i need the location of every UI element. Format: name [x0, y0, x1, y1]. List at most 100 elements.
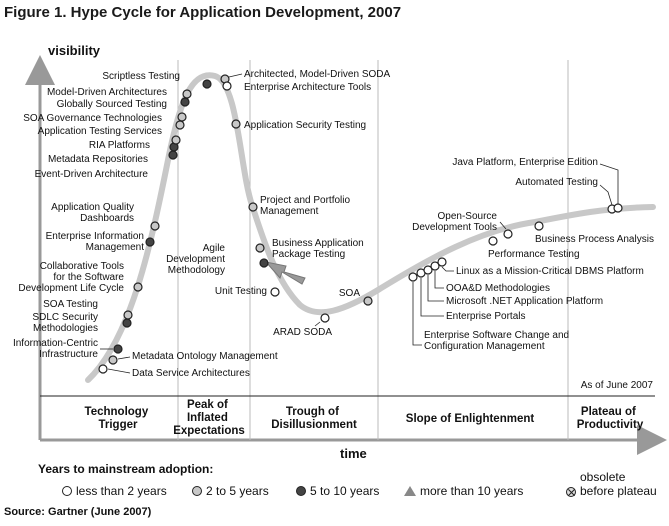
- marker-application-testing-services: [175, 120, 185, 130]
- marker-metadata-ontology-management: [108, 355, 118, 365]
- marker-information-centric-infrastructure: [113, 344, 123, 354]
- legend-title: Years to mainstream adoption:: [38, 462, 214, 476]
- label-arad-soda: ARAD SODA: [273, 327, 332, 338]
- legend-item-obsolete: obsolete before plateau: [580, 470, 657, 498]
- label-unit-testing: Unit Testing: [215, 286, 267, 297]
- label-ooa-d-methodologies: OOA&D Methodologies: [446, 283, 550, 294]
- marker-collaborative-tools-for-the-software-development-life-cycle: [133, 282, 143, 292]
- marker-performance-testing: [488, 236, 498, 246]
- callout-arrow: [264, 261, 306, 285]
- leader-line-architected-model-driven-soda: [228, 73, 243, 78]
- source-note: Source: Gartner (June 2007): [4, 506, 152, 518]
- y-axis-label: visibility: [48, 43, 101, 58]
- marker-agile-development-methodology: [259, 258, 269, 268]
- leader-line-open-source-development-tools: [499, 221, 507, 230]
- marker-microsoft-net-application-platform: [423, 265, 433, 275]
- marker-ria-platforms: [171, 135, 181, 145]
- label-automated-testing: Automated Testing: [515, 177, 598, 188]
- x-axis-label: time: [340, 446, 367, 460]
- phase-slope: Slope of Enlightenment: [406, 413, 535, 425]
- figure-title: Figure 1. Hype Cycle for Application Dev…: [4, 4, 402, 21]
- marker-linux-as-a-mission-critical-dbms-platform: [437, 257, 447, 267]
- marker-unit-testing: [270, 287, 280, 297]
- marker-soa-testing: [123, 310, 133, 320]
- label-soa: SOA: [339, 288, 360, 299]
- label-application-security-testing: Application Security Testing: [244, 120, 366, 131]
- label-model-driven-architectures: Model-Driven Architectures: [47, 87, 167, 98]
- label-linux-as-a-mission-critical-dbms-platform: Linux as a Mission-Critical DBMS Platfor…: [456, 266, 644, 277]
- phase-technology-trigger: Technology Trigger: [85, 406, 152, 431]
- label-metadata-ontology-management: Metadata Ontology Management: [132, 351, 278, 362]
- phase-labels: Technology Trigger Peak of Inflated Expe…: [85, 399, 644, 437]
- leader-line-enterprise-software-change-and-configuration-management: [412, 282, 422, 346]
- leader-line-metadata-ontology-management: [117, 356, 131, 360]
- dark-circle-icon: [296, 486, 306, 496]
- label-enterprise-portals: Enterprise Portals: [446, 311, 525, 322]
- marker-model-driven-architectures: [182, 89, 192, 99]
- label-data-service-architectures: Data Service Architectures: [132, 368, 250, 379]
- marker-scriptless-testing: [202, 79, 212, 89]
- gray-circle-icon: [192, 486, 202, 496]
- label-event-driven-architecture: Event-Driven Architecture: [35, 169, 149, 180]
- marker-enterprise-architecture-tools: [222, 81, 232, 91]
- legend-item-more-than-10: more than 10 years: [404, 484, 523, 498]
- marker-business-application-package-testing: [255, 243, 265, 253]
- marker-enterprise-software-change-and-configuration-management: [408, 272, 418, 282]
- label-metadata-repositories: Metadata Repositories: [48, 154, 148, 165]
- marker-java-platform-enterprise-edition: [613, 203, 623, 213]
- leader-line-linux-as-a-mission-critical-dbms-platform: [441, 266, 454, 272]
- label-ria-platforms: RIA Platforms: [89, 140, 150, 151]
- marker-business-process-analysis: [534, 221, 544, 231]
- marker-data-service-architectures: [98, 364, 108, 374]
- leader-line-enterprise-portals: [420, 278, 444, 317]
- marker-soa-governance-technologies: [177, 112, 187, 122]
- marker-open-source-development-tools: [503, 229, 513, 239]
- leader-line-automated-testing: [599, 184, 613, 206]
- label-business-process-analysis: Business Process Analysis: [535, 234, 654, 245]
- marker-ooa-d-methodologies: [430, 261, 440, 271]
- marker-project-and-portfolio-management: [248, 202, 258, 212]
- marker-event-driven-architecture: [168, 150, 178, 160]
- label-scriptless-testing: Scriptless Testing: [102, 71, 180, 82]
- white-circle-icon: [62, 486, 72, 496]
- label-java-platform-enterprise-edition: Java Platform, Enterprise Edition: [452, 157, 598, 168]
- leader-line-ooa-d-methodologies: [434, 271, 444, 289]
- leader-line-data-service-architectures: [107, 368, 131, 374]
- marker-application-quality-dashboards: [150, 221, 160, 231]
- marker-enterprise-information-management: [145, 237, 155, 247]
- gray-triangle-icon: [404, 486, 416, 496]
- label-microsoft-net-application-platform: Microsoft .NET Application Platform: [446, 296, 603, 307]
- legend-item-2-to-5: 2 to 5 years: [192, 484, 269, 498]
- marker-sdlc-security-methodologies: [122, 318, 132, 328]
- leader-line-microsoft-net-application-platform: [427, 275, 444, 302]
- marker-arad-soda: [320, 313, 330, 323]
- as-of-note: As of June 2007: [581, 380, 654, 391]
- label-architected-model-driven-soda: Architected, Model-Driven SODA: [244, 69, 390, 80]
- label-performance-testing: Performance Testing: [488, 249, 580, 260]
- marker-globally-sourced-testing: [180, 97, 190, 107]
- crossed-circle-icon: [566, 487, 576, 497]
- marker-application-security-testing: [231, 119, 241, 129]
- hype-cycle-diagram: visibility time As of June 2007 Technolo…: [13, 43, 667, 460]
- leader-line-arad-soda: [314, 321, 321, 327]
- legend-item-less-than-2: less than 2 years: [62, 484, 167, 498]
- leader-line-java-platform-enterprise-edition: [599, 163, 619, 204]
- label-application-testing-services: Application Testing Services: [38, 126, 162, 137]
- label-enterprise-architecture-tools: Enterprise Architecture Tools: [244, 82, 371, 93]
- marker-soa: [363, 296, 373, 306]
- hype-curve: [85, 72, 656, 383]
- phase-peak: Peak of Inflated Expectations: [173, 399, 245, 437]
- legend-item-5-to-10: 5 to 10 years: [296, 484, 379, 498]
- label-globally-sourced-testing: Globally Sourced Testing: [57, 99, 167, 110]
- phase-plateau: Plateau of Productivity: [577, 406, 644, 431]
